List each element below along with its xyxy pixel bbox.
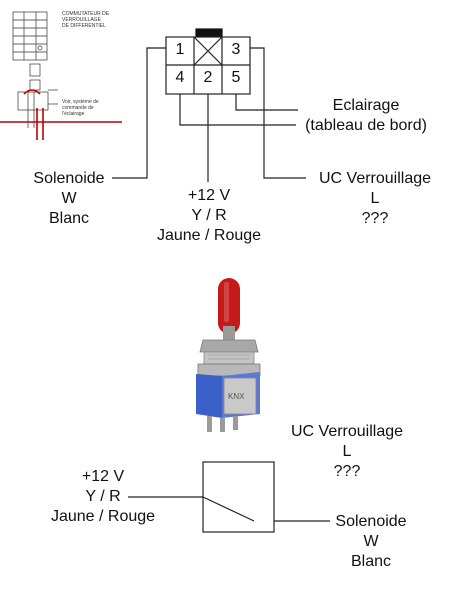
- switch-brand: KNX: [228, 392, 245, 401]
- solenoide-top-line1: Solenoide: [33, 170, 105, 187]
- solenoide-top-line2: W: [61, 190, 77, 207]
- pin-3-label: 3: [231, 41, 241, 58]
- uc-top-line2: L: [370, 190, 380, 207]
- toggle-switch-illustration: [196, 278, 261, 432]
- inset-title-line3: DE DIFFERENTIEL: [62, 23, 106, 29]
- uc-bottom-line3: ???: [333, 463, 361, 480]
- plus12-bottom-label: +12 V Y / R Jaune / Rouge: [42, 467, 164, 527]
- inset-note-line1: Voir, système de: [62, 99, 99, 105]
- solenoide-bottom-line1: Solenoide: [335, 513, 407, 530]
- plus12-bottom-line3: Jaune / Rouge: [50, 508, 156, 525]
- connector-block: [165, 28, 251, 95]
- plus12-top-line2: Y / R: [191, 207, 227, 224]
- uc-bottom-label: UC Verrouillage L ???: [280, 422, 414, 482]
- solenoide-top-line3: Blanc: [48, 210, 90, 227]
- plus12-top-label: +12 V Y / R Jaune / Rouge: [148, 186, 270, 246]
- pin-1-label: 1: [175, 41, 185, 58]
- solenoide-bottom-line3: Blanc: [350, 553, 392, 570]
- plus12-top-line1: +12 V: [187, 187, 231, 204]
- switch-symbol: [128, 461, 330, 533]
- inset-note-line3: l'éclairage: [62, 111, 85, 117]
- uc-top-label: UC Verrouillage L ???: [308, 169, 442, 229]
- uc-top-line1: UC Verrouillage: [318, 170, 432, 187]
- inset-title-line2: VERROUILLAGE: [62, 17, 101, 23]
- eclairage-label: Eclairage (tableau de bord): [296, 96, 436, 136]
- uc-bottom-line1: UC Verrouillage: [290, 423, 404, 440]
- inset-red-lines: [0, 89, 122, 140]
- plus12-bottom-line1: +12 V: [81, 468, 125, 485]
- plus12-top-line3: Jaune / Rouge: [156, 227, 262, 244]
- uc-top-line3: ???: [361, 210, 389, 227]
- eclairage-line1: Eclairage: [332, 97, 400, 114]
- eclairage-line2: (tableau de bord): [305, 117, 427, 134]
- inset-schematic: [12, 11, 58, 128]
- connector-wires: [112, 47, 306, 182]
- uc-bottom-line2: L: [342, 443, 352, 460]
- pin-2-label: 2: [203, 69, 213, 86]
- solenoide-top-label: Solenoide W Blanc: [24, 169, 114, 229]
- plus12-bottom-line2: Y / R: [85, 488, 121, 505]
- inset-title-line1: COMMUTATEUR DE: [62, 11, 110, 17]
- pin-5-label: 5: [231, 69, 241, 86]
- solenoide-bottom-label: Solenoide W Blanc: [326, 512, 416, 572]
- solenoide-bottom-line2: W: [363, 533, 379, 550]
- pin-4-label: 4: [175, 69, 185, 86]
- inset-note-line2: commande de: [62, 105, 94, 111]
